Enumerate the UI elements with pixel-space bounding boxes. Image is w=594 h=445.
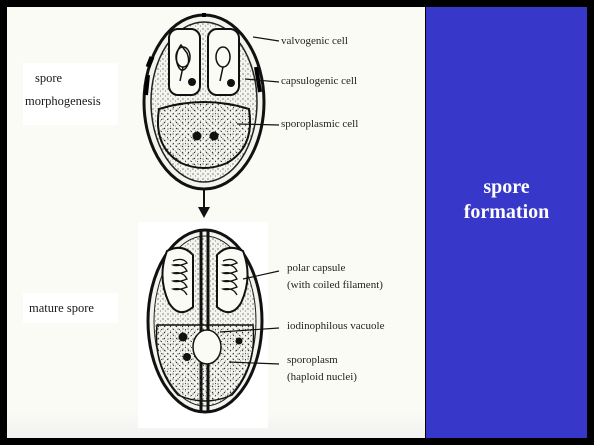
morphogenesis-label-line2: morphogenesis — [25, 94, 101, 109]
morphogenesis-label-line1: spore — [35, 71, 62, 86]
diagram-paper: spore morphogenesis mature spore valvoge… — [7, 7, 425, 438]
sporoplasmic-cell-label: sporoplasmic cell — [281, 118, 358, 130]
slide-title-line1: spore — [426, 175, 587, 200]
development-arrow — [198, 190, 210, 218]
capsulogenic-cell-label: capsulogenic cell — [281, 75, 357, 87]
developing-spore — [144, 15, 264, 189]
title-panel: spore formation — [426, 7, 587, 438]
sporoplasm-sublabel: (haploid nuclei) — [287, 371, 357, 383]
slide-title-line2: formation — [426, 200, 587, 225]
mature-spore — [148, 230, 262, 412]
slide-title: spore formation — [426, 175, 587, 225]
iodinophilous-vacuole-label: iodinophilous vacuole — [287, 320, 384, 332]
polar-capsule-sublabel: (with coiled filament) — [287, 279, 383, 291]
spore-diagram — [7, 7, 425, 438]
mature-spore-label: mature spore — [29, 301, 94, 316]
valvogenic-cell-label: valvogenic cell — [281, 35, 348, 47]
polar-capsule-label: polar capsule — [287, 262, 345, 274]
sporoplasm-label: sporoplasm — [287, 354, 338, 366]
